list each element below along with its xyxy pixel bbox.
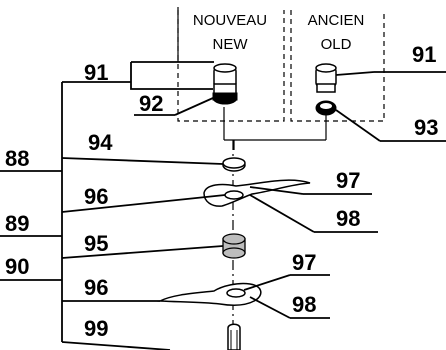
callout-88: 88 bbox=[5, 146, 29, 171]
callout-96-upper: 96 bbox=[84, 184, 108, 209]
leader-lines bbox=[0, 61, 446, 350]
part-94-washer bbox=[222, 157, 246, 172]
callout-90: 90 bbox=[5, 254, 29, 279]
callout-91-left: 91 bbox=[84, 60, 108, 85]
callout-99: 99 bbox=[84, 316, 108, 341]
part-93-seal bbox=[315, 100, 337, 116]
callout-97-upper: 97 bbox=[336, 168, 360, 193]
box-old-label-fr: ANCIEN bbox=[308, 12, 365, 29]
part-96-lower-blade bbox=[157, 282, 262, 306]
callout-92: 92 bbox=[139, 91, 163, 116]
callout-91-right: 91 bbox=[412, 42, 436, 67]
callout-98-lower: 98 bbox=[292, 292, 316, 317]
box-old-label-en: OLD bbox=[321, 36, 352, 53]
part-95-spacer bbox=[222, 233, 246, 259]
part-91-new bbox=[212, 63, 238, 105]
callout-93: 93 bbox=[414, 115, 438, 140]
callout-89: 89 bbox=[5, 211, 29, 236]
box-new-label-en: NEW bbox=[213, 36, 249, 53]
box-new-label-fr: NOUVEAU bbox=[193, 12, 267, 29]
box-old bbox=[290, 10, 385, 122]
part-99-shaft bbox=[227, 323, 241, 350]
callout-95: 95 bbox=[84, 231, 108, 256]
part-91-old bbox=[315, 63, 337, 93]
callout-97-lower: 97 bbox=[292, 250, 316, 275]
box-new bbox=[177, 7, 285, 122]
callout-94: 94 bbox=[88, 130, 113, 155]
part-96-upper-blade bbox=[203, 179, 311, 207]
callout-98-upper: 98 bbox=[336, 206, 360, 231]
callout-96-lower: 96 bbox=[84, 275, 108, 300]
